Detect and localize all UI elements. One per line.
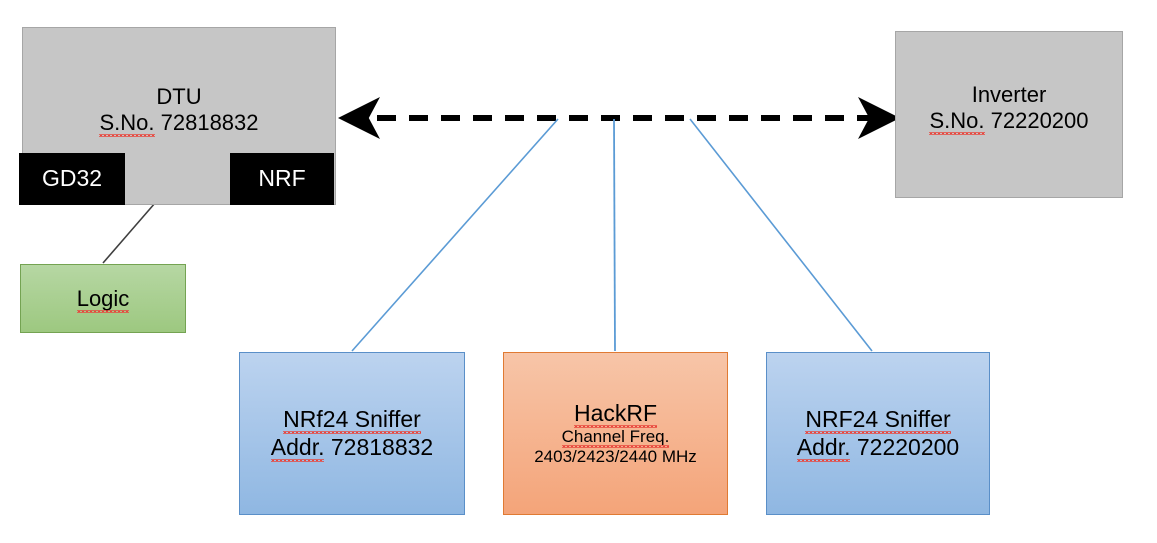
hackrf-channel-label-text: Channel Freq. <box>561 427 670 447</box>
nrf-label: NRF <box>258 165 306 192</box>
sniffer-left-title-text: NRf24 Sniffer <box>283 406 421 433</box>
node-sniffer-right[interactable]: NRF24 Sniffer Addr. 72220200 <box>766 352 990 515</box>
connector-hackrf-tap <box>613 118 616 352</box>
dtu-serial: S.No. 72818832 <box>99 110 258 136</box>
sniffer-left-title: NRf24 Sniffer <box>283 406 421 433</box>
hackrf-title: HackRF <box>574 400 657 427</box>
sniffer-right-addr: Addr. 72220200 <box>797 434 959 461</box>
node-hackrf[interactable]: HackRF Channel Freq. 2403/2423/2440 MHz <box>503 352 728 515</box>
sniffer-right-addr-value: 72220200 <box>856 433 960 460</box>
node-logic[interactable]: Logic <box>20 264 186 333</box>
gd32-label: GD32 <box>41 165 103 192</box>
hackrf-title-text: HackRF <box>573 399 658 426</box>
node-sniffer-left[interactable]: NRf24 Sniffer Addr. 72818832 <box>239 352 465 515</box>
node-nrf[interactable]: NRF <box>230 153 334 205</box>
inverter-serial: S.No. 72220200 <box>929 108 1088 134</box>
sniffer-left-addr-value: 72818832 <box>330 433 434 460</box>
hackrf-frequencies: 2403/2423/2440 MHz <box>534 447 697 467</box>
hackrf-channel-label: Channel Freq. <box>562 427 670 447</box>
sniffer-right-title-text: NRF24 Sniffer <box>805 406 951 433</box>
inverter-title: Inverter <box>971 82 1047 107</box>
connector-sniffer-right-tap <box>689 118 873 352</box>
connector-sniffer-left-tap <box>351 118 559 352</box>
dtu-serial-value: 72818832 <box>160 109 259 135</box>
logic-label: Logic <box>76 285 130 314</box>
sniffer-right-title: NRF24 Sniffer <box>805 406 950 433</box>
sniffer-left-addr-prefix: Addr. <box>270 433 325 460</box>
dtu-title: DTU <box>156 84 202 109</box>
node-gd32[interactable]: GD32 <box>19 153 125 205</box>
node-inverter[interactable]: Inverter S.No. 72220200 <box>895 31 1123 198</box>
dtu-serial-prefix: S.No. <box>99 109 155 135</box>
sniffer-right-addr-prefix: Addr. <box>796 433 851 460</box>
sniffer-left-addr: Addr. 72818832 <box>271 434 433 461</box>
inverter-serial-value: 72220200 <box>990 107 1089 133</box>
inverter-serial-prefix: S.No. <box>929 107 985 133</box>
